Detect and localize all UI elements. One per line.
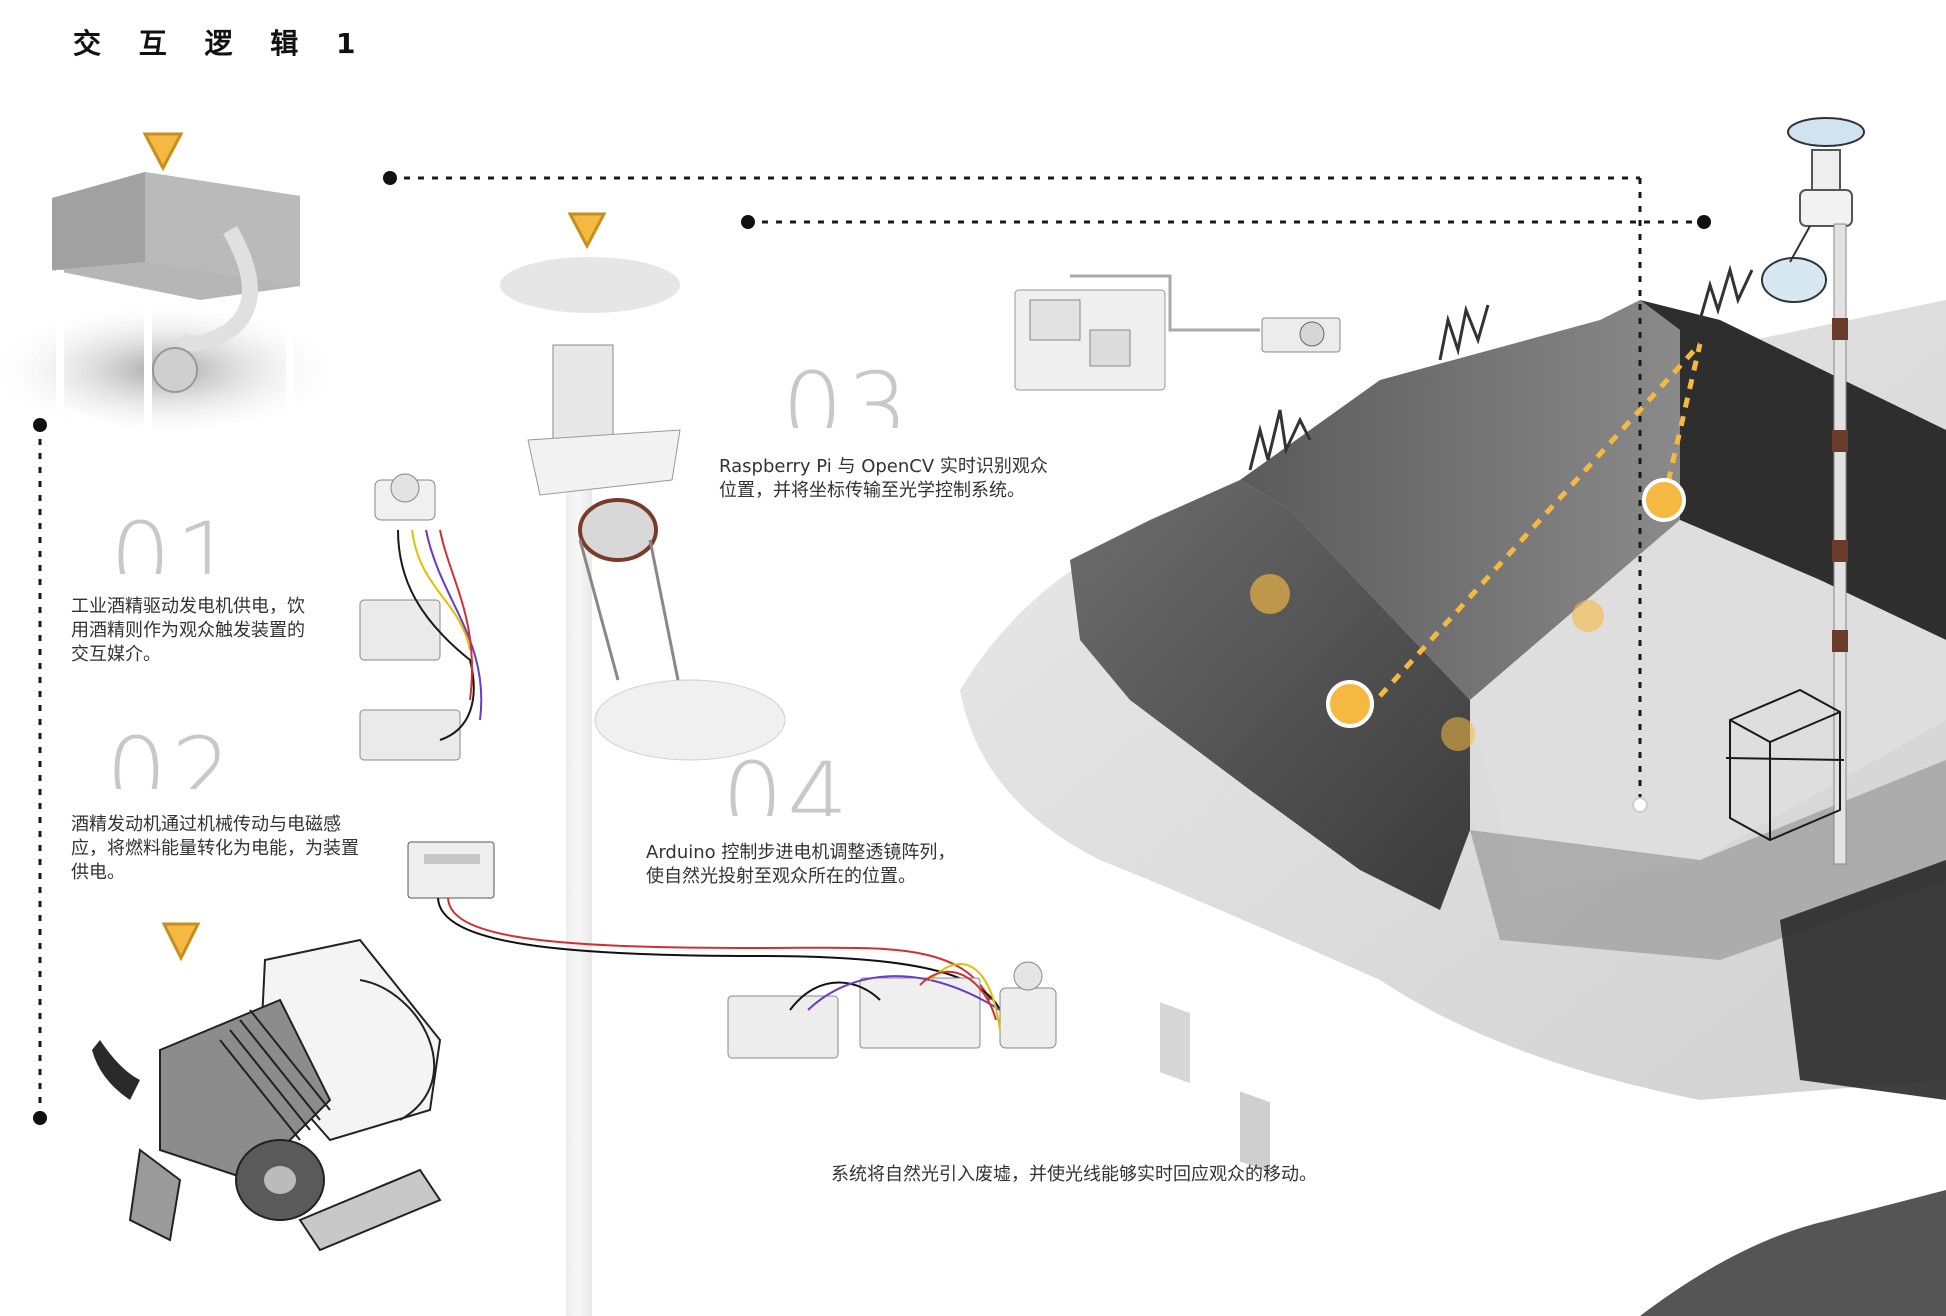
raspberry-pi-camera	[1014, 274, 1341, 391]
arduino-setup	[727, 961, 1057, 1059]
alcohol-tank	[0, 172, 345, 444]
viewer-position-marker	[1642, 478, 1686, 522]
alcohol-engine	[92, 938, 442, 1252]
step-text-01: 工业酒精驱动发电机供电，饮用酒精则作为观众触发装置的交互媒介。	[71, 596, 305, 665]
down-arrow-marker	[567, 212, 607, 250]
connector-dot	[33, 1111, 47, 1125]
page-title: 交 互 逻 辑 1	[73, 27, 370, 60]
system-caption: 系统将自然光引入废墟，并使光线能够实时回应观众的移动。	[831, 1164, 1317, 1185]
step-number-02: 02	[106, 725, 237, 789]
step-number-04: 04	[722, 750, 853, 816]
step-text-02: 酒精发动机通过机械传动与电磁感应，将燃料能量转化为电能，为装置供电。	[71, 814, 359, 883]
connector-dot	[741, 215, 755, 229]
step-number-03: 03	[782, 360, 913, 428]
light-beams	[1378, 342, 1703, 698]
ruin-pointcloud	[960, 264, 1946, 1316]
lens-tower	[1725, 117, 1865, 865]
viewer-position-marker	[1441, 717, 1475, 751]
connector-dot	[1632, 797, 1648, 813]
step-text-04: Arduino 控制步进电机调整透镜阵列，使自然光投射至观众所在的位置。	[646, 842, 956, 887]
lens-assembly	[500, 257, 786, 761]
connector-dot	[33, 418, 47, 432]
connector-dot	[1697, 215, 1711, 229]
down-arrow-marker	[142, 132, 184, 172]
viewer-position-marker	[1250, 574, 1290, 614]
down-arrow-marker	[161, 922, 201, 962]
sensor-circuit	[359, 473, 483, 761]
viewer-position-marker	[1326, 680, 1374, 728]
connector-lines	[38, 176, 1704, 1118]
step-text-03: Raspberry Pi 与 OpenCV 实时识别观众位置，并将坐标传输至光学…	[719, 456, 1048, 501]
step-number-01: 01	[110, 510, 241, 574]
viewer-position-marker	[1572, 600, 1604, 632]
connector-dot	[383, 171, 397, 185]
